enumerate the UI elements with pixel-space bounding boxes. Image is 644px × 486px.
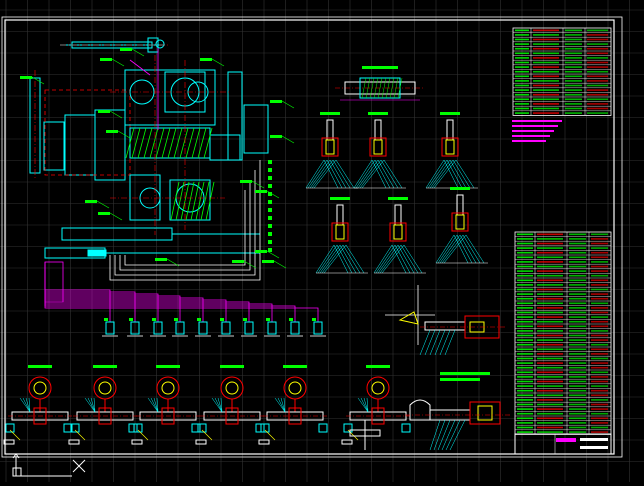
parts-table-top[interactable] bbox=[512, 27, 612, 116]
instrument-symbol[interactable] bbox=[218, 318, 234, 337]
section-detail-view[interactable] bbox=[435, 187, 488, 264]
instrument-row[interactable] bbox=[102, 318, 326, 337]
parts-table-bottom[interactable] bbox=[514, 231, 612, 455]
crosshair-detail-view[interactable] bbox=[385, 285, 505, 356]
instrument-symbol[interactable] bbox=[241, 318, 257, 337]
valve-assembly[interactable] bbox=[68, 365, 138, 445]
section-detail-view[interactable] bbox=[425, 112, 478, 189]
valve-assembly[interactable] bbox=[131, 365, 201, 445]
valve-assembly[interactable] bbox=[341, 365, 411, 445]
valve-assembly[interactable] bbox=[195, 365, 265, 445]
section-detail-view[interactable] bbox=[373, 197, 426, 274]
crosshair-cursor-icon bbox=[72, 459, 86, 473]
ucs-axis-icon bbox=[12, 453, 72, 477]
valve-assembly[interactable] bbox=[3, 365, 73, 445]
section-detail-view[interactable] bbox=[305, 112, 358, 189]
instrument-symbol[interactable] bbox=[264, 318, 280, 337]
detail-views[interactable] bbox=[305, 66, 562, 356]
instrument-symbol[interactable] bbox=[310, 318, 326, 337]
valve-assembly-row[interactable] bbox=[3, 365, 510, 451]
valve-assembly[interactable] bbox=[258, 365, 328, 445]
instrument-symbol[interactable] bbox=[127, 318, 143, 337]
instrument-symbol[interactable] bbox=[195, 318, 211, 337]
instrument-symbol[interactable] bbox=[102, 318, 118, 337]
main-assembly-drawing[interactable] bbox=[20, 37, 295, 281]
valve-assembly-large[interactable] bbox=[349, 372, 510, 451]
section-detail-view[interactable] bbox=[353, 112, 406, 189]
notes-block bbox=[512, 120, 562, 142]
sheet-frame bbox=[1, 16, 623, 458]
instrument-symbol[interactable] bbox=[287, 318, 303, 337]
shaft-detail-view[interactable] bbox=[335, 66, 425, 101]
signal-line-fan bbox=[44, 261, 319, 322]
section-detail-view[interactable] bbox=[315, 197, 368, 274]
instrument-symbol[interactable] bbox=[172, 318, 188, 337]
instrument-symbol[interactable] bbox=[150, 318, 166, 337]
